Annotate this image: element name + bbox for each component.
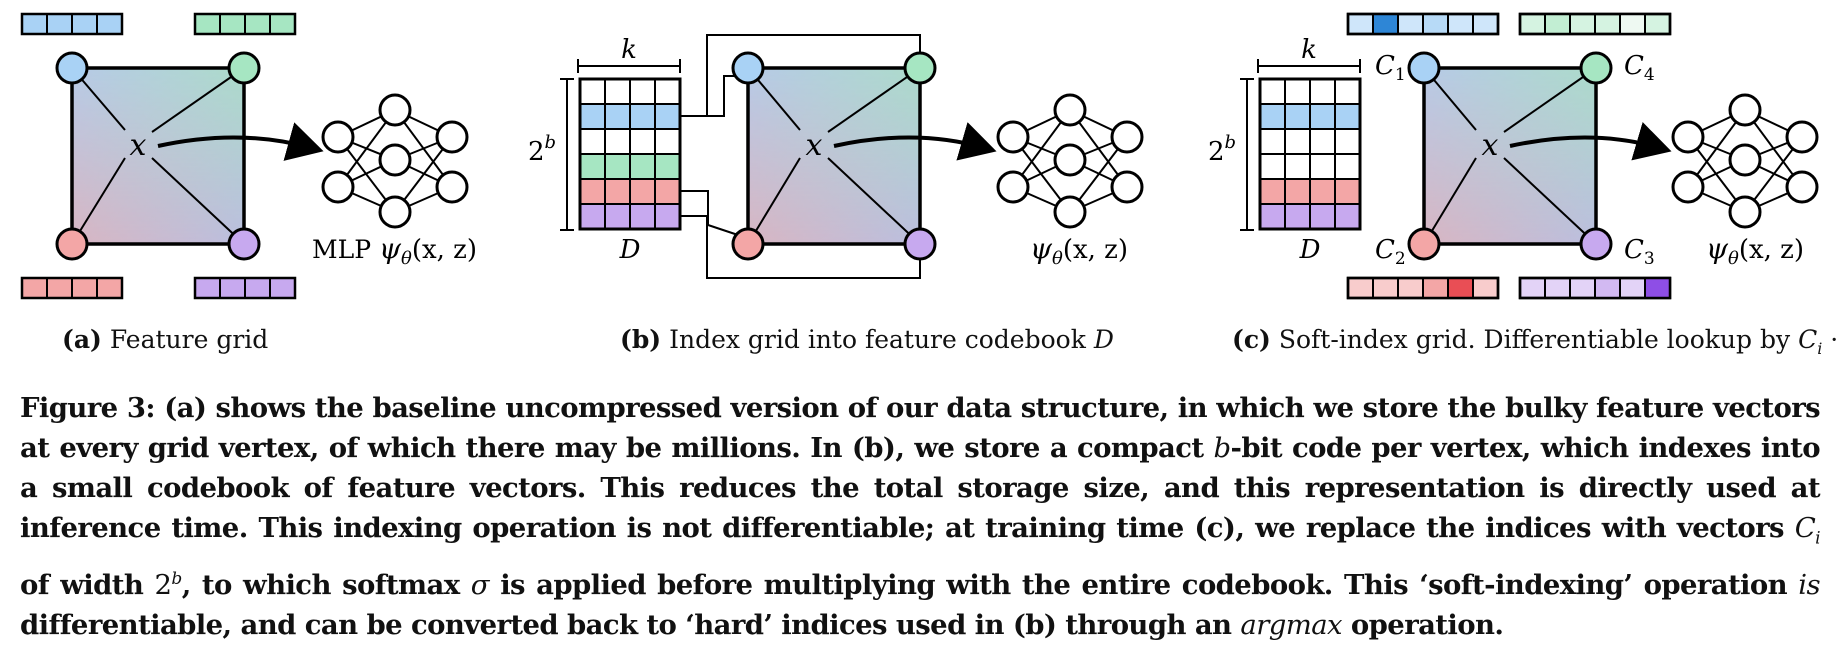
soft-index-c1 bbox=[1346, 12, 1500, 36]
figure-caption: Figure 3: (a) shows the baseline uncompr… bbox=[20, 392, 1821, 641]
soft-index-c3 bbox=[1518, 276, 1672, 300]
subcaption-b: (b) Index grid into feature codebook D bbox=[620, 325, 1114, 354]
grid-cell: x bbox=[55, 51, 261, 261]
codebook-b bbox=[578, 77, 682, 231]
c4-label: C4 bbox=[1624, 51, 1655, 85]
panel-c: k 2b D bbox=[1208, 12, 1819, 300]
codebook-size-label: 2b bbox=[528, 132, 556, 167]
mlp-network-b bbox=[996, 93, 1144, 229]
grid-cell-c: x bbox=[1407, 51, 1613, 261]
grid-cell-b: x bbox=[731, 51, 937, 261]
subcaption-c: (c) Soft-index grid. Differentiable look… bbox=[1232, 325, 1839, 358]
svg-text:2b: 2b bbox=[1208, 132, 1236, 167]
feature-vector-top-left bbox=[20, 12, 124, 36]
codebook-c bbox=[1258, 77, 1362, 231]
c3-label: C3 bbox=[1624, 235, 1655, 269]
svg-text:x: x bbox=[806, 128, 823, 163]
vertex-red bbox=[55, 227, 89, 261]
feature-vector-bottom-left bbox=[20, 276, 124, 300]
panel-b: k 2b D bbox=[528, 34, 1144, 279]
vertex-purple bbox=[227, 227, 261, 261]
c2-label: C2 bbox=[1375, 235, 1406, 269]
feature-vector-bottom-right bbox=[193, 276, 297, 300]
soft-index-c2 bbox=[1346, 276, 1500, 300]
svg-text:k: k bbox=[1301, 35, 1317, 65]
vertex-green bbox=[227, 51, 261, 85]
svg-text:x: x bbox=[1482, 128, 1499, 163]
decoder-label-b: ψθ(x, z) bbox=[1030, 232, 1128, 269]
k-label: k bbox=[621, 35, 637, 65]
c1-label: C1 bbox=[1375, 51, 1406, 85]
vertex-blue bbox=[55, 51, 89, 85]
soft-index-c4 bbox=[1518, 12, 1672, 36]
codebook-label-b: D bbox=[619, 235, 641, 265]
mlp-network bbox=[321, 93, 469, 229]
query-arrow bbox=[157, 122, 324, 161]
subcaption-a: (a) Feature grid bbox=[62, 325, 269, 354]
decoder-label-c: ψθ(x, z) bbox=[1706, 232, 1804, 269]
query-point-label: x bbox=[130, 128, 147, 163]
mlp-network-c bbox=[1671, 93, 1819, 229]
feature-vector-top-right bbox=[193, 12, 297, 36]
svg-text:D: D bbox=[1299, 235, 1321, 265]
